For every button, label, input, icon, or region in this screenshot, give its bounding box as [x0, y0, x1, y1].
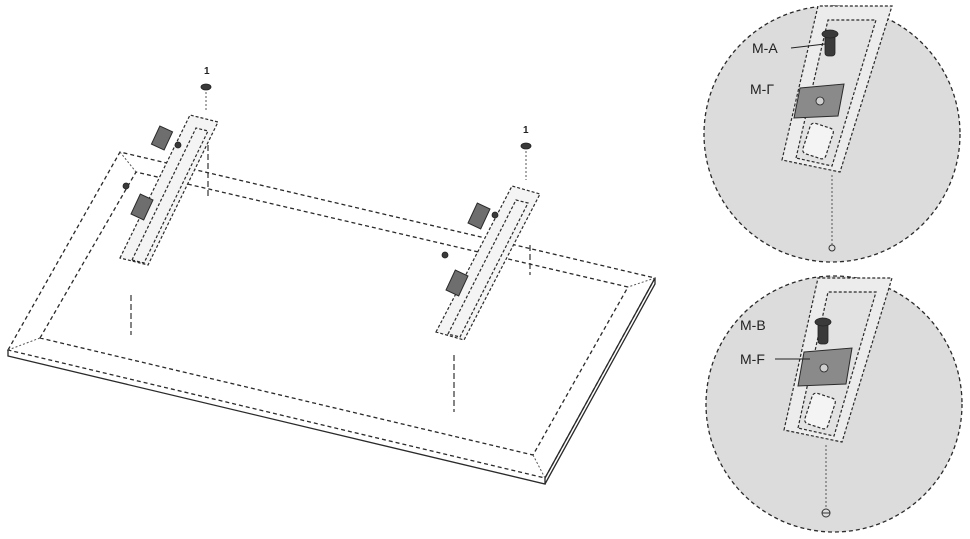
detail-callout-top: M-A M-Г	[703, 5, 961, 263]
right-bracket	[435, 185, 541, 412]
right-screw-exploded: 1	[520, 125, 532, 180]
callout-bottom-screw-label: M-B	[740, 317, 766, 333]
callout-top-plate-label: M-Г	[750, 81, 774, 97]
left-bracket-number: 1	[204, 66, 210, 77]
detail-callout-bottom: M-B M-F	[705, 275, 963, 533]
callout-bottom-plate-label: M-F	[740, 351, 765, 367]
left-screw-exploded: 1	[200, 66, 212, 112]
stand-base	[7, 151, 656, 485]
right-bracket-number: 1	[523, 125, 529, 136]
callout-top-screw-label: M-A	[752, 40, 778, 56]
left-bracket	[119, 114, 219, 335]
